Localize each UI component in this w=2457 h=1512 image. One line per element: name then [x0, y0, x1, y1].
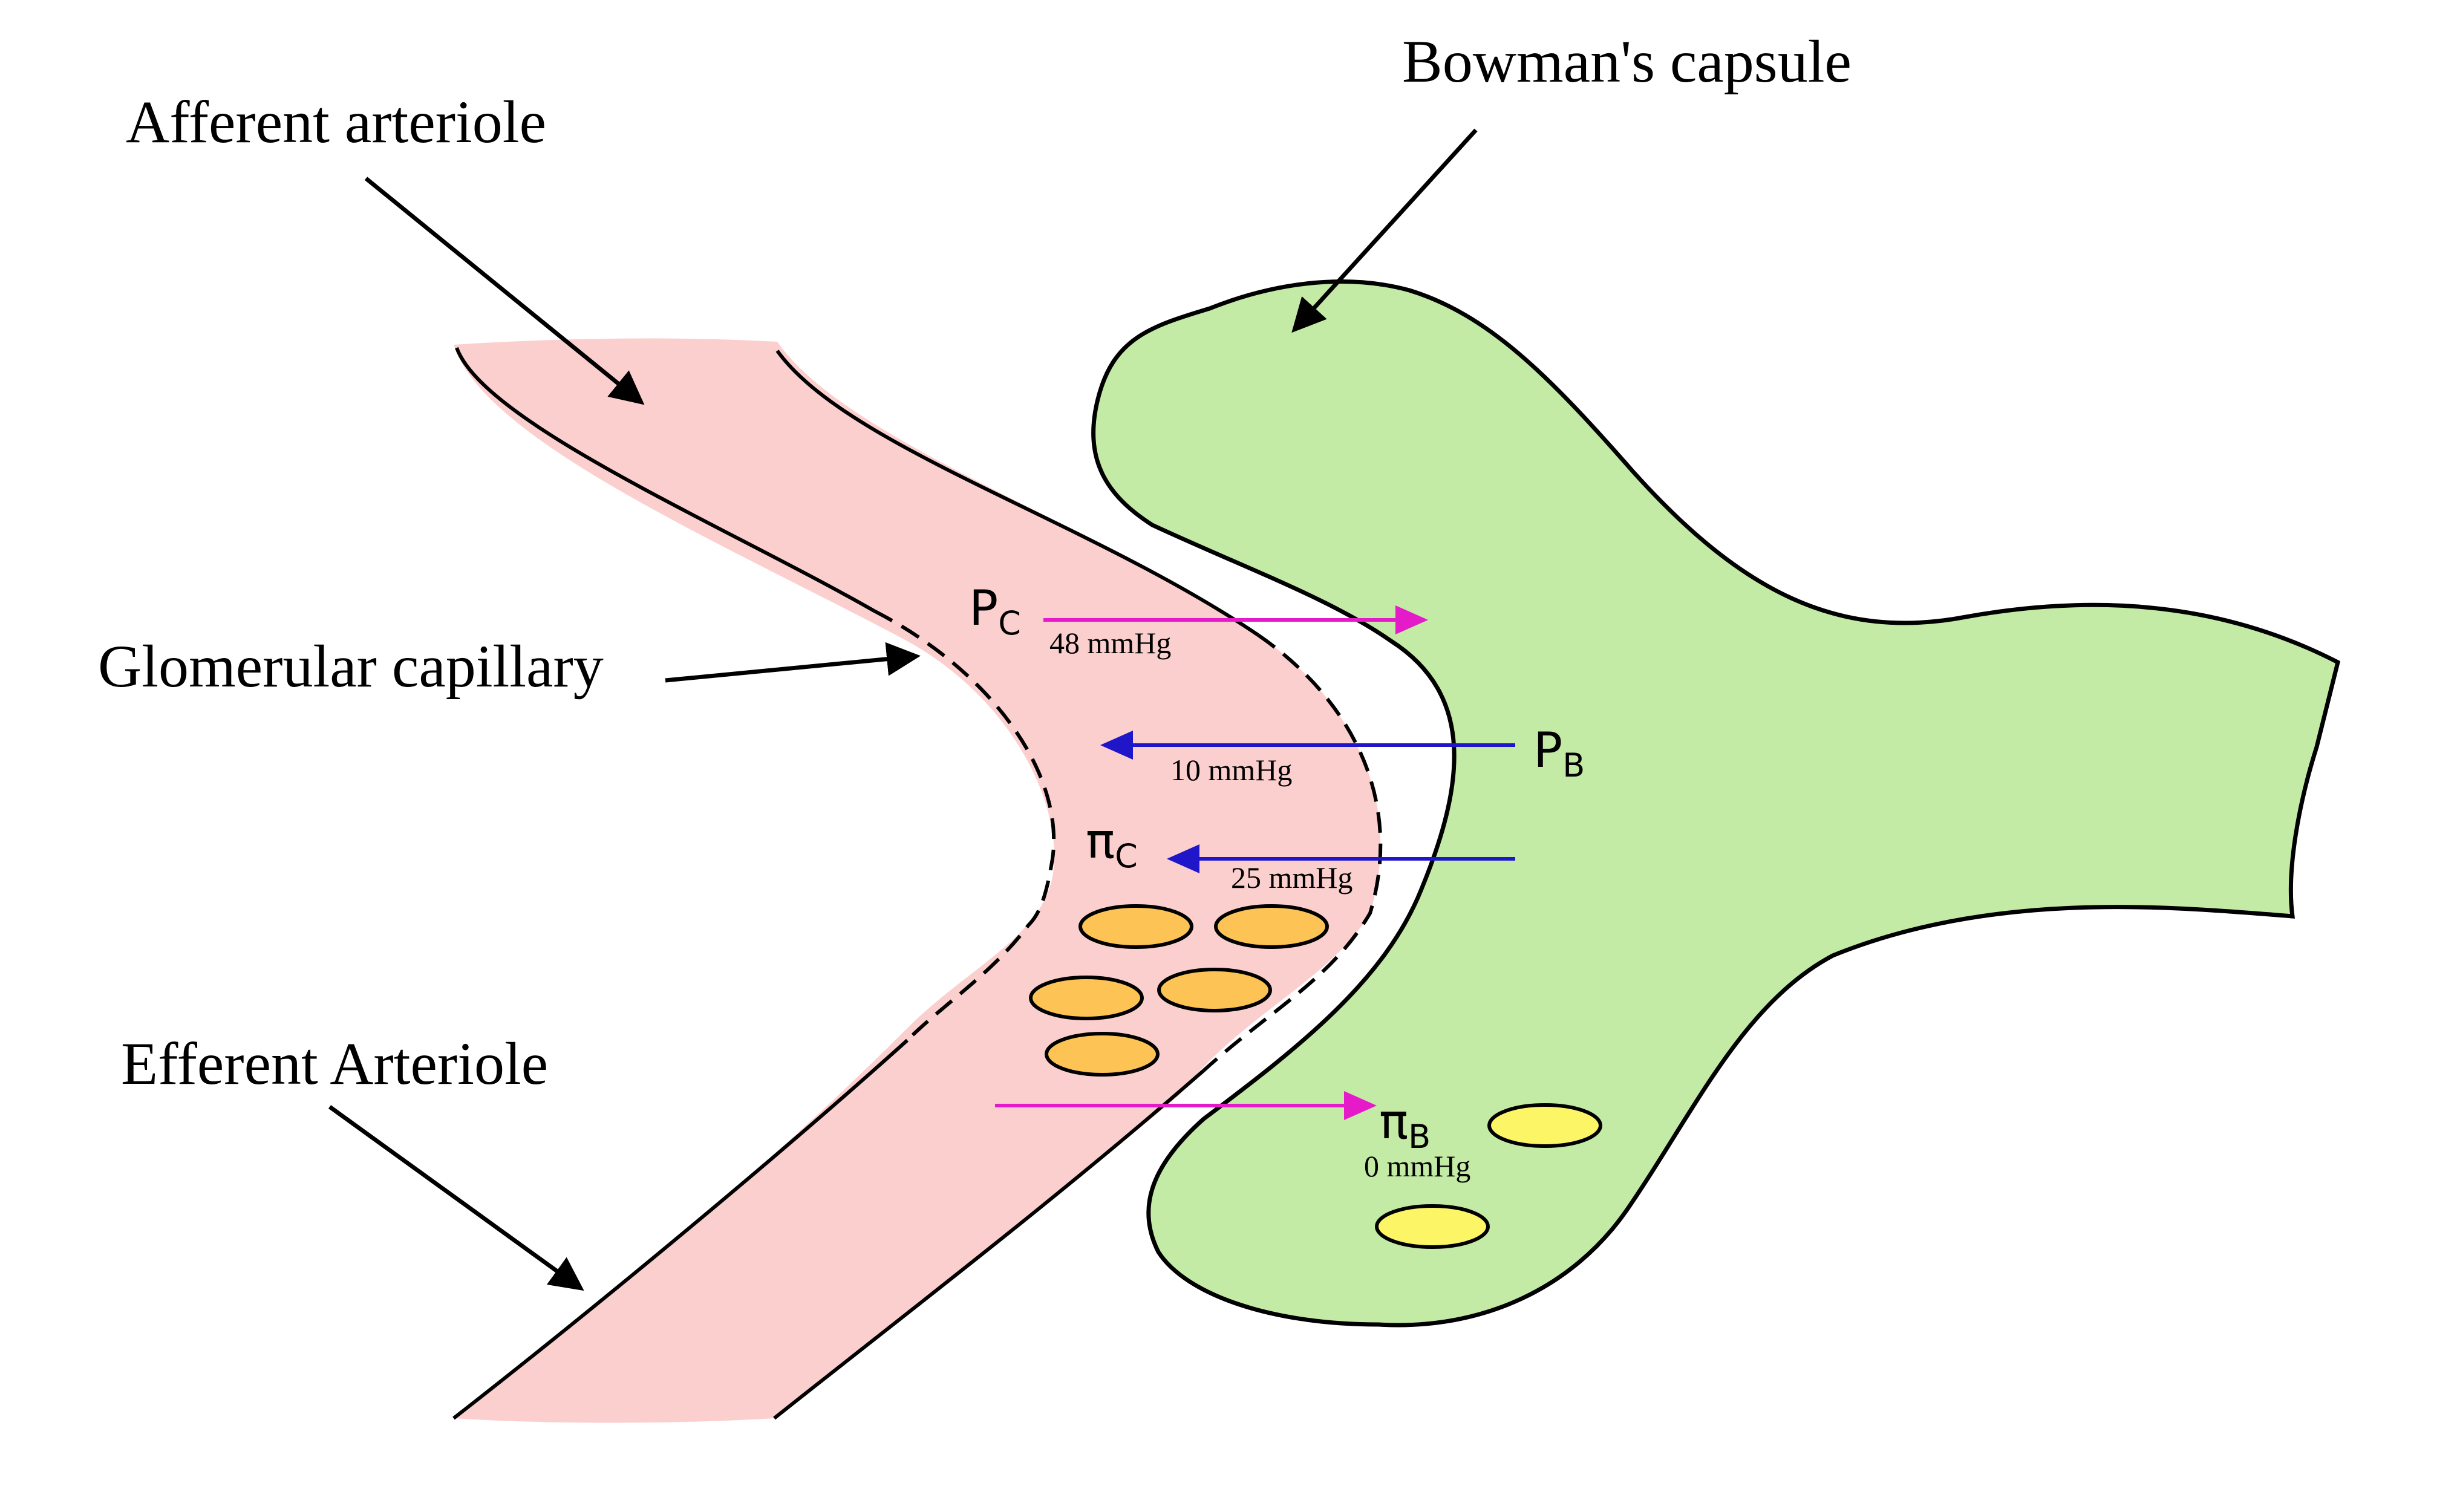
afferent-arteriole-label: Afferent arteriole — [126, 88, 546, 155]
blood-cells — [1029, 904, 1329, 1077]
efferent-wall-left — [452, 1038, 909, 1420]
blood-cell — [1078, 904, 1193, 949]
pib-value: 0 mmHg — [1364, 1149, 1470, 1183]
afferent-wall-left — [455, 347, 875, 613]
filtrate-particle — [1375, 1204, 1490, 1249]
bowmans-capsule-shape — [1091, 279, 2341, 1328]
glomerular-capillary-label: Glomerular capillary — [98, 633, 604, 700]
bowman-pointer-arrow — [1291, 128, 1478, 333]
blood-cell — [1214, 904, 1329, 949]
efferent-wall-right — [773, 1069, 1205, 1420]
pic-value: 25 mmHg — [1231, 861, 1352, 894]
blood-cell — [1029, 976, 1144, 1020]
bowmans-capsule-label: Bowman's capsule — [1402, 28, 1852, 95]
blood-cell — [1157, 968, 1272, 1012]
vessel-body — [454, 338, 1381, 1423]
pic-symbol: πC — [1086, 813, 1138, 875]
afferent-wall-right — [775, 350, 1259, 637]
afferent-pointer-arrow — [364, 177, 645, 405]
glomerular-pointer-arrow — [665, 642, 921, 683]
pib-label: πB 0 mmHg — [1364, 1093, 1470, 1183]
blood-cell — [1045, 1032, 1160, 1077]
pc-label: PC 48 mmHg — [969, 580, 1171, 660]
pc-symbol: PC — [969, 580, 1021, 642]
filtrate-particles — [1375, 1103, 1602, 1249]
efferent-arteriole-label: Efferent Arteriole — [121, 1030, 548, 1097]
pib-symbol: πB — [1379, 1093, 1431, 1156]
pc-value: 48 mmHg — [1049, 626, 1171, 660]
pb-label: PB 10 mmHg — [1170, 722, 1585, 787]
glomerular-wall-outer-dashed — [1202, 633, 1383, 1072]
glomerular-wall-inner-dashed — [873, 609, 1056, 1042]
filtrate-particle — [1487, 1103, 1602, 1148]
pic-label: πC 25 mmHg — [1086, 813, 1352, 894]
pb-symbol: PB — [1533, 722, 1585, 784]
pb-value: 10 mmHg — [1170, 753, 1292, 787]
efferent-pointer-arrow — [328, 1105, 584, 1291]
